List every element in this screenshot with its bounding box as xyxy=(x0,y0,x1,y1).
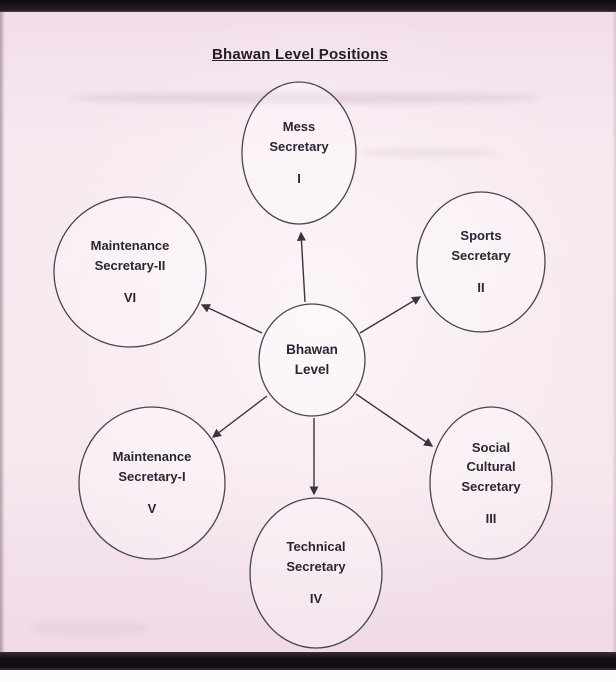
node-maintenance-secretary-2: Maintenance Secretary-II VI xyxy=(54,197,206,347)
node-text: Cultural xyxy=(466,459,516,474)
ellipse-social-cultural-secretary xyxy=(429,406,553,560)
ellipse-maintenance-secretary-1 xyxy=(78,406,226,560)
node-text: Level xyxy=(294,362,330,377)
node-text: Maintenance xyxy=(90,238,170,254)
node-text: Secretary xyxy=(461,478,521,494)
node-numeral: III xyxy=(485,511,497,526)
node-text: Secretary xyxy=(269,138,329,154)
arrow-to-sports-secretary xyxy=(359,296,422,334)
node-sports-secretary: Sports Secretary II xyxy=(417,192,545,332)
node-mess-secretary: Mess Secretary I xyxy=(242,82,356,224)
arrow-to-maintenance-secretary-1 xyxy=(211,395,268,438)
scan-smudge xyxy=(30,620,150,636)
node-numeral: IV xyxy=(309,591,323,607)
node-technical-secretary: Technical Secretary IV xyxy=(250,498,382,648)
scan-top-border xyxy=(0,0,616,12)
node-bhawan-level: Bhawan Level xyxy=(259,304,365,416)
node-text: Secretary-I xyxy=(118,468,186,484)
arrow-to-social-cultural-secretary xyxy=(355,393,434,447)
node-text: Technical xyxy=(286,539,346,555)
edge-arrows xyxy=(200,231,434,496)
ellipse-bhawan-level xyxy=(258,303,366,417)
arrow-to-mess-secretary xyxy=(296,231,306,303)
ellipse-sports-secretary xyxy=(416,191,546,333)
ellipse-mess-secretary xyxy=(241,81,357,225)
node-text: Bhawan xyxy=(286,341,338,357)
node-text: Sports xyxy=(460,228,502,244)
node-social-cultural-secretary: Social Cultural Secretary III xyxy=(430,407,552,559)
scan-bottom-margin xyxy=(0,668,616,682)
node-text: Secretary xyxy=(286,558,346,574)
scan-smudge xyxy=(360,148,500,158)
diagram-title: Bhawan Level Positions xyxy=(211,46,389,63)
node-numeral: II xyxy=(477,280,485,296)
node-numeral: I xyxy=(297,171,301,187)
paper-background xyxy=(0,0,616,652)
node-text: Mess xyxy=(282,119,316,135)
ellipse-maintenance-secretary-2 xyxy=(53,196,207,348)
node-ellipses xyxy=(53,81,553,649)
node-text: Secretary xyxy=(451,247,511,263)
scan-smudge xyxy=(70,92,540,104)
scan-edge-shadow-left xyxy=(0,12,5,652)
scan-bottom-border xyxy=(0,652,616,668)
scan-edge-shadow-right xyxy=(612,12,616,652)
node-numeral: VI xyxy=(123,290,137,306)
node-numeral: V xyxy=(147,501,157,517)
ellipse-technical-secretary xyxy=(249,497,383,649)
node-text: Maintenance xyxy=(112,449,192,465)
arrow-to-maintenance-secretary-2 xyxy=(200,304,263,334)
node-text: Secretary-II xyxy=(94,257,166,273)
node-maintenance-secretary-1: Maintenance Secretary-I V xyxy=(79,407,225,559)
node-text: Social xyxy=(471,439,511,455)
